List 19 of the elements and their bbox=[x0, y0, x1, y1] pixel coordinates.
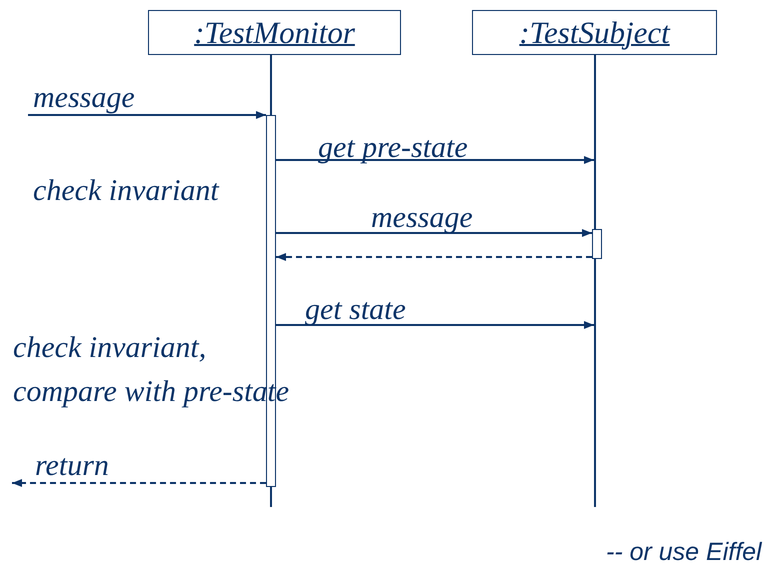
lifeline bbox=[594, 55, 596, 507]
footnote: -- or use Eiffel bbox=[606, 538, 762, 566]
edge-label: get pre-state bbox=[318, 130, 468, 166]
object-box bbox=[472, 10, 717, 55]
message-arrow bbox=[28, 111, 266, 119]
object-name: :TestMonitor bbox=[194, 14, 355, 50]
edge-label: message bbox=[371, 200, 473, 236]
note: check invariant bbox=[33, 173, 219, 209]
message-arrow bbox=[276, 229, 592, 237]
message-arrow bbox=[276, 321, 594, 329]
edge-label: message bbox=[33, 80, 135, 116]
message-arrow bbox=[276, 156, 594, 164]
activation-bar bbox=[592, 229, 602, 259]
object-box bbox=[148, 10, 401, 55]
edge-label: return bbox=[35, 448, 109, 484]
return-arrow bbox=[276, 253, 592, 261]
object-name: :TestSubject bbox=[519, 14, 670, 50]
edge-label: get state bbox=[305, 292, 406, 328]
return-arrow bbox=[12, 479, 266, 487]
